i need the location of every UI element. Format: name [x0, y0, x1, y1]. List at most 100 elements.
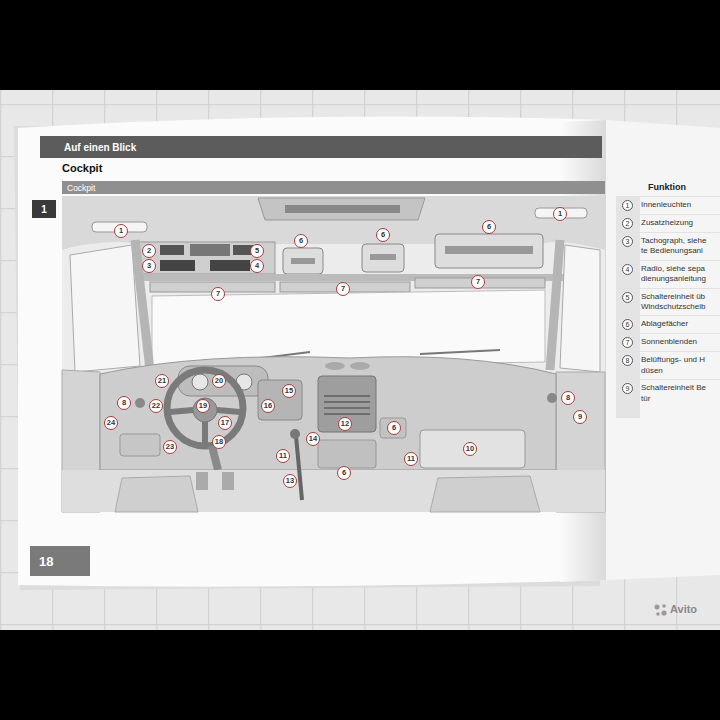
cockpit-illustration: [285, 205, 400, 213]
cockpit-illustration: [62, 196, 605, 512]
callout-number: 9: [573, 410, 587, 424]
table-row: 3 Tachograph, siehe te Bedienungsani: [616, 232, 720, 260]
table-cell: Schaltereinheit üb Windschutzscheib: [641, 292, 713, 313]
cockpit-illustration: [115, 476, 198, 512]
cockpit-illustration: [258, 198, 425, 220]
table-cell: Zusatzheizung: [641, 218, 713, 228]
node-text: 18: [39, 554, 53, 569]
table-number: 5: [622, 292, 633, 303]
table-header: Funktion: [616, 180, 720, 196]
table-cell: Ablagefächer: [641, 319, 713, 329]
cockpit-illustration: [435, 234, 543, 268]
cockpit-illustration: [167, 370, 243, 446]
cockpit-illustration: [350, 362, 370, 370]
background: [0, 90, 720, 630]
cockpit-illustration: [324, 396, 370, 414]
cockpit-illustration: [193, 398, 217, 422]
cockpit-illustration: [196, 472, 208, 490]
table-number: 3: [622, 236, 633, 247]
cockpit-illustration: [370, 254, 396, 260]
watermark-icon: [661, 610, 666, 615]
cockpit-illustration: [160, 260, 195, 271]
cockpit-illustration: [70, 245, 140, 372]
callout-number: 22: [149, 399, 163, 413]
cockpit-illustration: [318, 376, 376, 432]
watermark: Avito: [670, 603, 697, 615]
page-number-box: 18: [30, 546, 90, 576]
table-number: 6: [622, 319, 633, 330]
callout-number: 4: [250, 259, 264, 273]
callout-number: 24: [104, 416, 118, 430]
callout-number: 6: [482, 220, 496, 234]
callout-number: 7: [211, 287, 225, 301]
cockpit-illustration: [318, 440, 376, 468]
background: [0, 0, 720, 90]
callout-number: 1: [553, 207, 567, 221]
table-cell: Schaltereinheit Be tür: [641, 383, 713, 404]
page-heading: Cockpit: [62, 162, 102, 174]
callout-number: 7: [471, 275, 485, 289]
cockpit-illustration: [190, 244, 230, 256]
table-cell: Tachograph, siehe te Bedienungsani: [641, 236, 713, 257]
cockpit-illustration: [222, 472, 234, 490]
cockpit-illustration: [547, 393, 557, 403]
table-row: 7Sonnenblenden: [616, 333, 720, 351]
node-text: 1: [41, 204, 47, 215]
chapter-tab: 1: [32, 200, 56, 218]
table-row: 5 Schaltereinheit üb Windschutzscheib: [616, 288, 720, 316]
callout-number: 7: [336, 282, 350, 296]
cockpit-illustration: [62, 470, 605, 512]
callout-number: 12: [338, 417, 352, 431]
node-text: Auf einen Blick: [64, 142, 136, 153]
cockpit-illustration: [430, 476, 540, 512]
cockpit-illustration: [283, 248, 323, 274]
book-pages: [18, 116, 606, 586]
table-row: 6 Ablagefächer: [616, 315, 720, 333]
callout-number: 13: [283, 474, 297, 488]
cockpit-illustration: [550, 240, 560, 370]
cockpit-illustration: [291, 258, 315, 264]
cockpit-illustration: [290, 429, 300, 439]
callout-number: 6: [387, 421, 401, 435]
callout-number: 15: [282, 384, 296, 398]
table-cell: Radio, siehe sepa dienungsanleitung: [641, 264, 713, 285]
callout-number: 17: [218, 416, 232, 430]
book-pages: [14, 116, 720, 590]
callout-number: 11: [404, 452, 418, 466]
cockpit-illustration: [258, 380, 302, 420]
callout-number: 8: [561, 391, 575, 405]
table-row: 8Belüftungs- und H düsen: [616, 351, 720, 379]
table-number: 9: [622, 383, 633, 394]
cockpit-illustration: [380, 418, 406, 438]
callout-number: 2: [142, 244, 156, 258]
watermark-icon: [656, 612, 660, 616]
table-number: 1: [622, 200, 633, 211]
cockpit-illustration: [325, 362, 345, 370]
cockpit-illustration: [210, 260, 250, 271]
cockpit-illustration: [100, 357, 556, 470]
callout-number: 5: [250, 244, 264, 258]
callout-number: 20: [212, 374, 226, 388]
cockpit-illustration: [296, 436, 302, 500]
watermark-icon: [662, 604, 666, 608]
callout-number: 6: [294, 234, 308, 248]
table-cell: Sonnenblenden: [641, 337, 713, 347]
cockpit-illustration: [135, 242, 275, 274]
table-row: 1Innenleuchten: [616, 196, 720, 214]
callout-number: 16: [261, 399, 275, 413]
book-pages: [616, 196, 640, 418]
table-row: 9 Schaltereinheit Be tür: [616, 379, 720, 407]
table-number: 4: [622, 264, 633, 275]
callout-number: 10: [463, 442, 477, 456]
cockpit-illustration: [152, 290, 545, 368]
watermark-icon: [655, 605, 660, 610]
table-row: 2 Zusatzheizung: [616, 214, 720, 232]
callout-number: 1: [114, 224, 128, 238]
table-number: 2: [622, 218, 633, 229]
callout-number: 23: [163, 440, 177, 454]
callout-number: 19: [196, 399, 210, 413]
callout-number: 3: [142, 259, 156, 273]
